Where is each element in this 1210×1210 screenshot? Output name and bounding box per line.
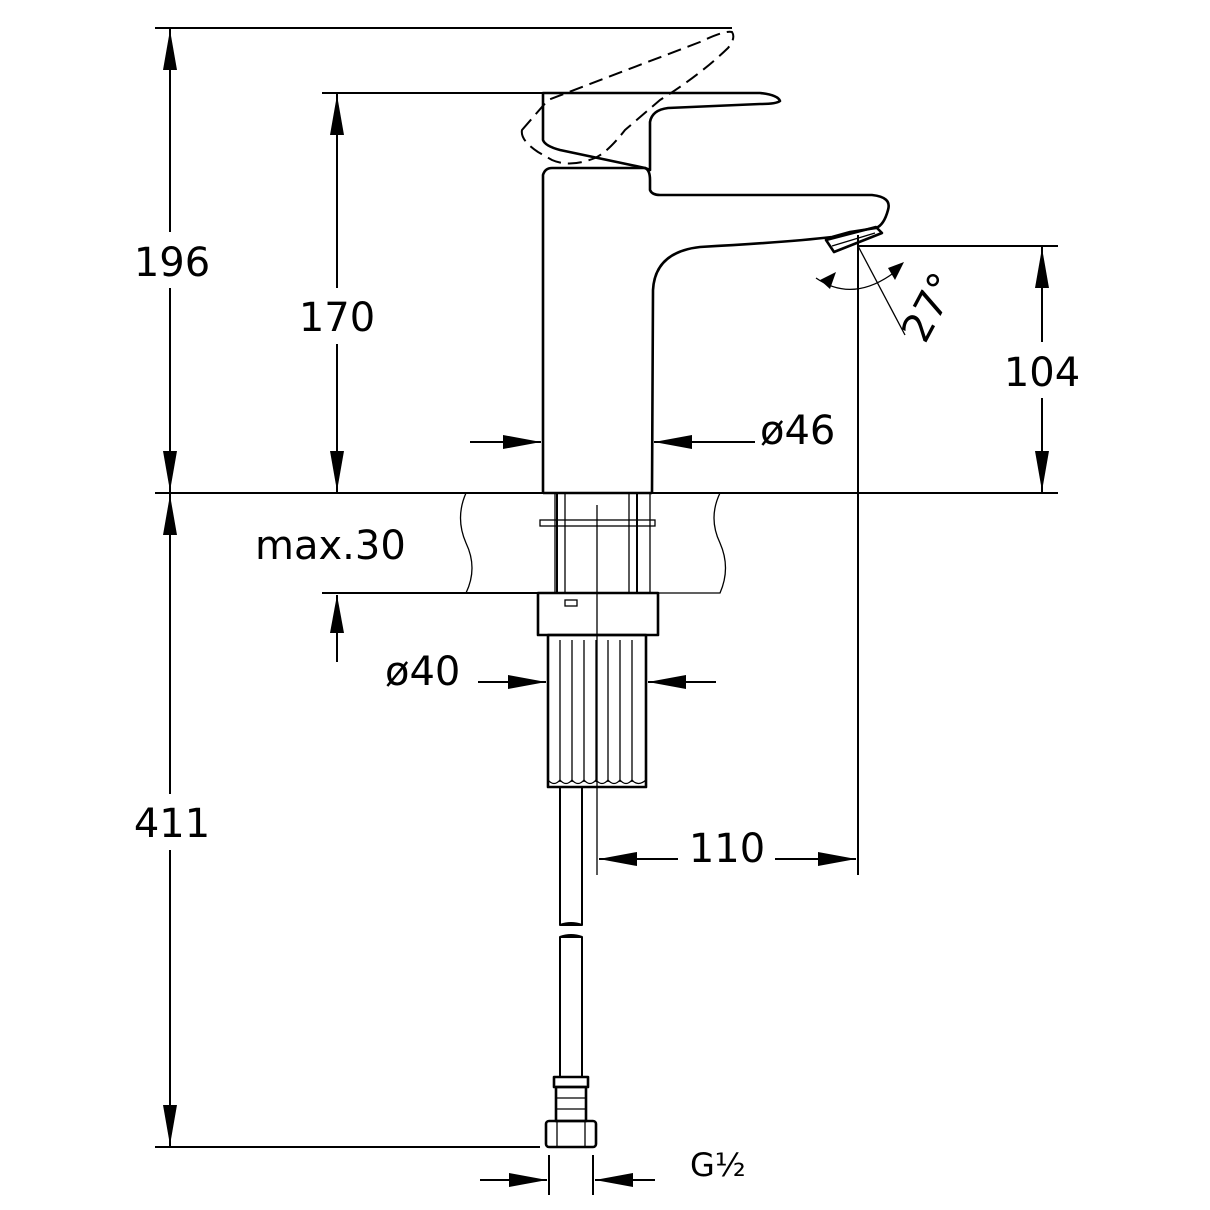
dim-110-label: 110 <box>689 826 765 872</box>
aerator <box>824 225 884 254</box>
dimension-411: 411 <box>120 493 540 1148</box>
dimension-104: 104 <box>858 245 1090 493</box>
dim-max30-label: max.30 <box>255 523 406 569</box>
dimension-170: 170 <box>287 92 543 493</box>
dim-dia40-label: ø40 <box>385 649 460 695</box>
dim-170-label: 170 <box>299 295 375 341</box>
countertop-section <box>459 492 727 594</box>
dim-dia46-label: ø46 <box>760 408 835 454</box>
dim-104-label: 104 <box>1004 350 1080 396</box>
dim-411-label: 411 <box>134 801 210 847</box>
dimension-angle-27: 27° <box>815 245 967 350</box>
flexible-hose <box>544 786 598 1149</box>
shank-assembly <box>536 493 660 875</box>
dimension-thread: G½ <box>480 1146 746 1195</box>
dimension-110: 110 <box>599 826 856 872</box>
dimension-196: 196 <box>120 27 732 493</box>
dim-27-label: 27° <box>893 265 967 349</box>
dim-196-label: 196 <box>134 240 210 286</box>
dimension-dia40: ø40 <box>385 649 716 695</box>
dimension-max30: max.30 <box>255 523 540 662</box>
dim-thread-label: G½ <box>690 1146 746 1184</box>
lever-open-dashed <box>520 30 735 165</box>
lever-closed <box>541 91 782 172</box>
faucet-body <box>541 166 890 495</box>
dimension-dia46: ø46 <box>470 408 835 454</box>
